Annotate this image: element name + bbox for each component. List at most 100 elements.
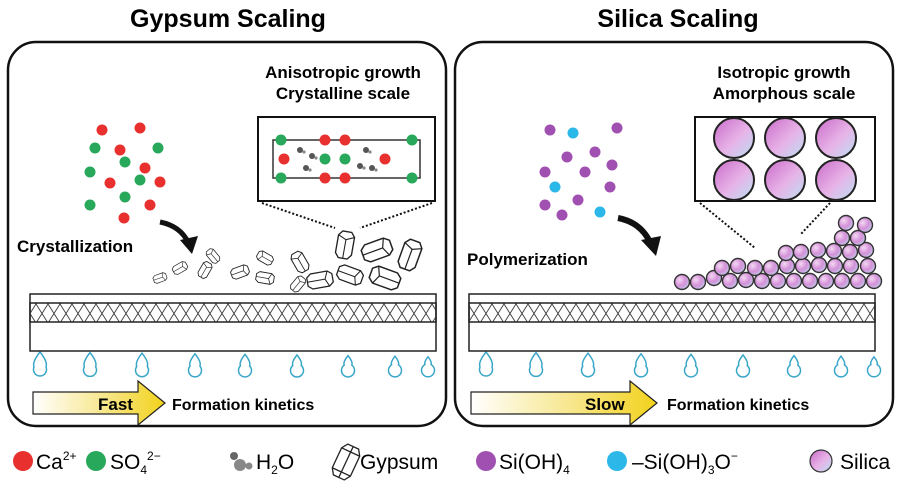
ca-ion bbox=[154, 176, 166, 188]
gypsum-crystal-icon bbox=[306, 270, 334, 290]
gypsum-crystal-icon bbox=[368, 265, 402, 291]
ca-legend-dot bbox=[13, 451, 33, 471]
silica-particle bbox=[865, 272, 883, 290]
gypsum-crystal-icon bbox=[171, 261, 189, 275]
water-drop-icon bbox=[735, 353, 751, 378]
silica-particle bbox=[689, 273, 707, 291]
water-drop-icon bbox=[833, 354, 849, 378]
ca-ion bbox=[118, 212, 130, 224]
sioh4-molecule bbox=[561, 151, 573, 163]
gypsum-crystal-icon bbox=[331, 443, 361, 481]
so4-ion bbox=[152, 142, 164, 154]
water-drop-icon bbox=[528, 351, 544, 378]
zoom-line bbox=[799, 202, 831, 236]
silica-particle bbox=[810, 256, 828, 274]
so4-atom bbox=[406, 172, 418, 184]
silica-title: Silica Scaling bbox=[597, 5, 758, 33]
ca-ion bbox=[144, 199, 156, 211]
gypsum-inset-title-1: Anisotropic growth bbox=[265, 63, 421, 82]
water-molecule-icon bbox=[368, 150, 372, 154]
water-molecule-icon bbox=[308, 168, 312, 172]
polymerization-label: Polymerization bbox=[467, 250, 588, 269]
water-drop-icon bbox=[580, 351, 596, 378]
silica-legend-label: Silica bbox=[840, 451, 891, 474]
water-molecule-icon bbox=[362, 166, 366, 170]
gypsum-crystal-icon bbox=[255, 271, 275, 285]
sioh3o-molecule bbox=[567, 127, 579, 139]
slow-kinetics-arrow: Slow bbox=[470, 379, 658, 427]
silica-sphere bbox=[764, 159, 806, 201]
sioh4-molecule bbox=[544, 124, 556, 136]
so4-atom bbox=[275, 172, 287, 184]
h2o-legend-label: H2O bbox=[256, 451, 294, 477]
so4-ion bbox=[119, 156, 131, 168]
silica-particle bbox=[729, 257, 747, 275]
water-drop-icon bbox=[387, 354, 403, 378]
ca-atom bbox=[278, 153, 290, 165]
silica-particle bbox=[753, 272, 771, 290]
so4-atom bbox=[275, 134, 287, 146]
sioh4-molecule bbox=[556, 209, 568, 221]
water-drop-icon bbox=[187, 352, 203, 378]
silica-kinetics-label: Formation kinetics bbox=[667, 397, 809, 414]
sioh4-legend-label: Si(OH)4 bbox=[499, 451, 570, 477]
water-molecule-icon bbox=[309, 153, 315, 159]
sioh4-legend-dot bbox=[476, 451, 496, 471]
water-drop-icon bbox=[420, 355, 436, 378]
gypsum-crystal-icon bbox=[230, 264, 250, 280]
silica-particle bbox=[777, 244, 795, 262]
sioh3o-molecule bbox=[594, 206, 606, 218]
gypsum-crystal-icon bbox=[197, 261, 213, 279]
silica-particle bbox=[842, 257, 860, 275]
crystallization-label: Crystallization bbox=[17, 237, 133, 256]
sioh4-molecule bbox=[539, 166, 551, 178]
ca-ion bbox=[114, 144, 126, 156]
sioh4-molecule bbox=[572, 194, 584, 206]
sioh3o-molecule bbox=[549, 181, 561, 193]
ca-ion bbox=[139, 162, 151, 174]
silica-particle bbox=[856, 216, 874, 234]
gypsum-crystal-icon bbox=[205, 248, 221, 264]
water-drop-icon bbox=[683, 353, 699, 378]
slow-label: Slow bbox=[585, 395, 625, 414]
silica-particle bbox=[817, 272, 835, 290]
silica-particle bbox=[746, 259, 764, 277]
so4-ion bbox=[84, 199, 96, 211]
silica-sphere bbox=[815, 117, 857, 159]
water-drop-icon bbox=[478, 350, 494, 377]
fast-kinetics-arrow: Fast bbox=[32, 379, 166, 427]
so4-legend-dot bbox=[86, 451, 106, 471]
ca-ion bbox=[96, 124, 108, 136]
ca-atom bbox=[339, 134, 351, 146]
ca-atom bbox=[379, 153, 391, 165]
silica-legend-sphere bbox=[809, 449, 833, 473]
silica-particle bbox=[785, 272, 803, 290]
legend: Ca2+ SO42− H2O Gypsum Si(OH)4 –Si(OH)3O−… bbox=[13, 443, 891, 481]
so4-atom bbox=[339, 153, 351, 165]
silica-particle bbox=[859, 257, 877, 275]
silica-particle bbox=[833, 272, 851, 290]
water-drop-icon bbox=[340, 354, 356, 378]
water-drop-icon bbox=[289, 353, 305, 378]
ca-atom bbox=[339, 172, 351, 184]
silica-particle bbox=[849, 272, 867, 290]
silica-particle bbox=[849, 229, 867, 247]
ca-ion bbox=[104, 177, 116, 189]
silica-inset-title-1: Isotropic growth bbox=[717, 63, 850, 82]
silica-particle bbox=[801, 272, 819, 290]
silica-particle bbox=[673, 273, 691, 291]
gypsum-membrane bbox=[29, 293, 437, 352]
gypsum-panel bbox=[6, 40, 448, 428]
sioh4-molecule bbox=[589, 146, 601, 158]
polymerization-arrow-icon bbox=[617, 215, 653, 244]
gypsum-crystal-icon bbox=[397, 238, 423, 272]
crystallization-arrow-icon bbox=[159, 219, 191, 244]
silica-sphere bbox=[713, 159, 755, 201]
silica-particle bbox=[794, 257, 812, 275]
sioh4-molecule bbox=[611, 122, 623, 134]
silica-particle bbox=[721, 272, 739, 290]
water-drop-icon bbox=[82, 351, 98, 378]
gypsum-crystal-icon bbox=[334, 230, 356, 260]
water-drop-icon bbox=[237, 353, 253, 378]
silica-particle bbox=[825, 242, 843, 260]
